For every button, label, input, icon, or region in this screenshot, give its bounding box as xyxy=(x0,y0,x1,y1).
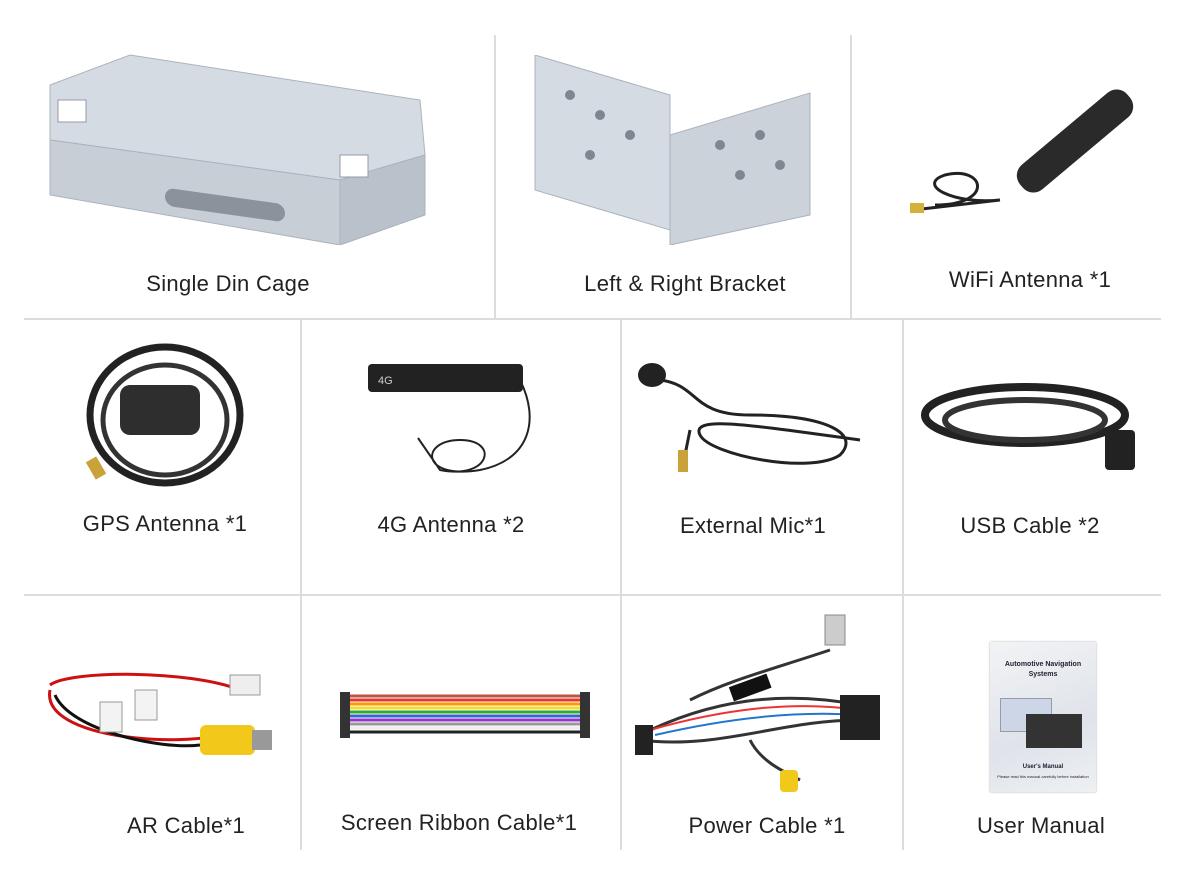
power-cable-image xyxy=(635,614,880,792)
ar-cable-image xyxy=(48,672,272,755)
label-bracket: Left & Right Bracket xyxy=(584,271,786,296)
label-ribbon-cable: Screen Ribbon Cable*1 xyxy=(340,810,578,835)
label-usb-cable: USB Cable *2 xyxy=(960,513,1100,538)
label-user-manual: User Manual xyxy=(976,813,1106,838)
label-wifi-antenna: WiFi Antenna *1 xyxy=(948,267,1112,292)
ribbon-cable-image xyxy=(340,692,590,738)
wifi-antenna-image xyxy=(910,89,1134,213)
4g-antenna-image: 4G xyxy=(368,364,531,473)
usb-cable-image xyxy=(921,383,1135,470)
label-power-cable: Power Cable *1 xyxy=(688,813,846,838)
manual-subtitle: User's Manual xyxy=(1022,764,1064,770)
mic-image xyxy=(638,363,861,472)
divider xyxy=(494,35,496,319)
bracket-image xyxy=(534,55,811,245)
divider xyxy=(24,594,1161,596)
label-4g-antenna: 4G Antenna *2 xyxy=(377,512,525,537)
label-ar-cable: AR Cable*1 xyxy=(127,813,245,838)
label-single-din-cage: Single Din Cage xyxy=(146,271,310,296)
divider xyxy=(300,320,302,850)
label-external-mic: External Mic*1 xyxy=(679,513,827,538)
din-cage-image xyxy=(49,54,426,245)
gps-antenna-image xyxy=(85,343,244,487)
manual-screen-image xyxy=(1026,714,1082,748)
manual-title: Automotive Navigation Systems xyxy=(1004,661,1082,678)
divider xyxy=(850,35,852,319)
manual-image: Automotive Navigation Systems User's Man… xyxy=(990,642,1096,792)
divider xyxy=(902,320,904,850)
manual-note: Please read this manual carefully before… xyxy=(997,774,1089,779)
divider xyxy=(24,318,1161,320)
4g-mark: 4G xyxy=(378,375,393,387)
divider xyxy=(620,320,622,850)
label-gps-antenna: GPS Antenna *1 xyxy=(82,511,248,536)
